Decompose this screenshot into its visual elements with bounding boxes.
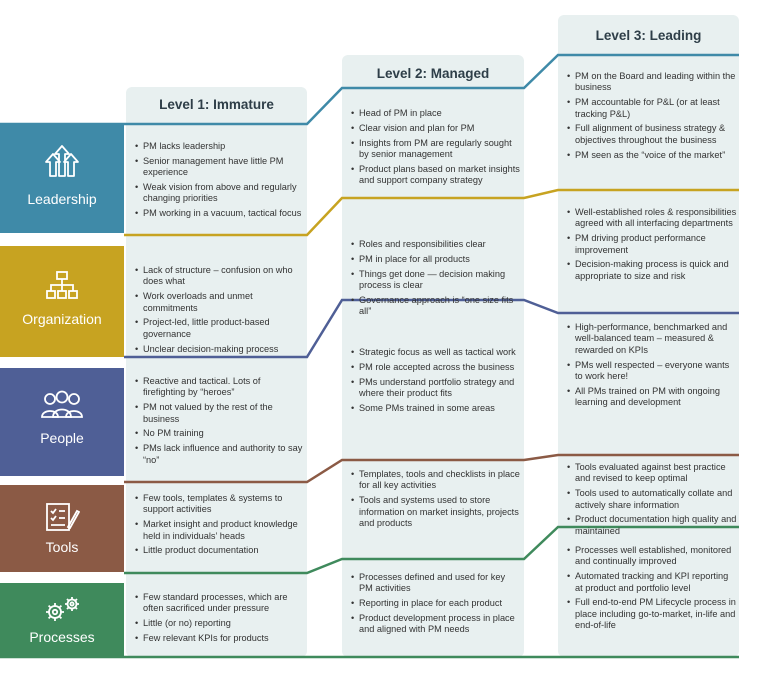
processes-level-1: Few standard processes, which are often … [135, 592, 305, 648]
list-item: PM in place for all products [351, 254, 521, 266]
list-item: Project-led, little product-based govern… [135, 317, 305, 340]
list-item: Head of PM in place [351, 108, 521, 120]
list-item: Tools used to automatically collate and … [567, 488, 737, 511]
list-item: All PMs trained on PM with ongoing learn… [567, 386, 737, 409]
tools-category: Tools [0, 485, 124, 572]
list-item: Tools and systems used to store informat… [351, 495, 521, 529]
list-item: Well-established roles & responsibilitie… [567, 207, 737, 230]
organization-level-3: Well-established roles & responsibilitie… [567, 207, 737, 286]
processes-category: Processes [0, 583, 124, 657]
list-item: Strategic focus as well as tactical work [351, 347, 521, 359]
list-item: Decision-making process is quick and app… [567, 259, 737, 282]
list-item: Clear vision and plan for PM [351, 123, 521, 135]
list-item: Lack of structure – confusion on who doe… [135, 265, 305, 288]
processes-level-2: Processes defined and used for key PM ac… [351, 572, 521, 639]
leadership-separator [0, 53, 739, 126]
tools-label: Tools [45, 539, 79, 555]
list-item: Reporting in place for each product [351, 598, 521, 610]
list-item: Product plans based on market insights a… [351, 164, 521, 187]
list-item: Insights from PM are regularly sought by… [351, 138, 521, 161]
list-item: No PM training [135, 428, 305, 440]
list-item: PM on the Board and leading within the b… [567, 71, 737, 94]
list-item: Market insight and product knowledge hel… [135, 519, 305, 542]
list-item: Weak vision from above and regularly cha… [135, 182, 305, 205]
leadership-level-2: Head of PM in place Clear vision and pla… [351, 108, 521, 190]
list-item: PM driving product performance improveme… [567, 233, 737, 256]
organization-separator [124, 188, 739, 237]
list-item: PM role accepted across the business [351, 362, 521, 374]
level-2-heading: Level 2: Managed [376, 66, 490, 81]
list-item: Processes defined and used for key PM ac… [351, 572, 521, 595]
list-item: Templates, tools and checklists in place… [351, 469, 521, 492]
list-item: PM working in a vacuum, tactical focus [135, 208, 305, 220]
list-item: Product development process in place and… [351, 613, 521, 636]
list-item: Reactive and tactical. Lots of firefight… [135, 376, 305, 399]
list-item: High-performance, benchmarked and well-b… [567, 322, 737, 356]
list-item: Full alignment of business strategy & ob… [567, 123, 737, 146]
list-item: Some PMs trained in some areas [351, 403, 521, 415]
list-item: Few relevant KPIs for products [135, 633, 305, 645]
list-item: Roles and responsibilities clear [351, 239, 521, 251]
org-chart-icon [0, 270, 124, 300]
list-item: PM lacks leadership [135, 141, 305, 153]
people-level-2: Strategic focus as well as tactical work… [351, 347, 521, 418]
level-1-heading: Level 1: Immature [159, 97, 274, 112]
checklist-icon [0, 501, 124, 533]
list-item: Little (or no) reporting [135, 618, 305, 630]
list-item: PM accountable for P&L (or at least trac… [567, 97, 737, 120]
people-label: People [40, 430, 84, 446]
list-item: Tools evaluated against best practice an… [567, 462, 737, 485]
organization-category: Organization [0, 246, 124, 357]
list-item: Processes well established, monitored an… [567, 545, 737, 568]
list-item: Little product documentation [135, 545, 305, 557]
list-item: PMs lack influence and authority to say … [135, 443, 305, 466]
gears-icon [0, 595, 124, 625]
people-icon [0, 390, 124, 420]
list-item: Work overloads and unmet commitments [135, 291, 305, 314]
organization-label: Organization [22, 311, 102, 327]
list-item: PMs understand portfolio strategy and wh… [351, 377, 521, 400]
tools-level-1: Few tools, templates & systems to suppor… [135, 493, 305, 560]
list-item: Automated tracking and KPI reporting at … [567, 571, 737, 594]
list-item: Full end-to-end PM Lifecycle process in … [567, 597, 737, 631]
list-item: Unclear decision-making process [135, 344, 305, 356]
leadership-label: Leadership [27, 191, 97, 207]
list-item: Product documentation high quality and m… [567, 514, 737, 537]
processes-level-3: Processes well established, monitored an… [567, 545, 737, 635]
list-item: PM seen as the “voice of the market” [567, 150, 737, 162]
processes-label: Processes [29, 629, 95, 645]
organization-level-2: Roles and responsibilities clear PM in p… [351, 239, 521, 321]
list-item: PMs well respected – everyone wants to w… [567, 360, 737, 383]
list-item: Senior management have little PM experie… [135, 156, 305, 179]
list-item: Few tools, templates & systems to suppor… [135, 493, 305, 516]
list-item: Things get done — decision making proces… [351, 269, 521, 292]
list-item: PM not valued by the rest of the busines… [135, 402, 305, 425]
people-level-3: High-performance, benchmarked and well-b… [567, 322, 737, 412]
organization-level-1: Lack of structure – confusion on who doe… [135, 265, 305, 358]
people-category: People [0, 368, 124, 476]
tools-separator [124, 453, 739, 484]
people-level-1: Reactive and tactical. Lots of firefight… [135, 376, 305, 469]
list-item: Governance approach is “one size fits al… [351, 295, 521, 318]
leadership-level-3: PM on the Board and leading within the b… [567, 71, 737, 164]
arrows-up-icon [0, 142, 124, 182]
leadership-level-1: PM lacks leadership Senior management ha… [135, 141, 305, 223]
leadership-category: Leadership [0, 124, 124, 233]
tools-level-3: Tools evaluated against best practice an… [567, 462, 737, 541]
tools-level-2: Templates, tools and checklists in place… [351, 469, 521, 533]
list-item: Few standard processes, which are often … [135, 592, 305, 615]
level-3-heading: Level 3: Leading [595, 28, 702, 43]
